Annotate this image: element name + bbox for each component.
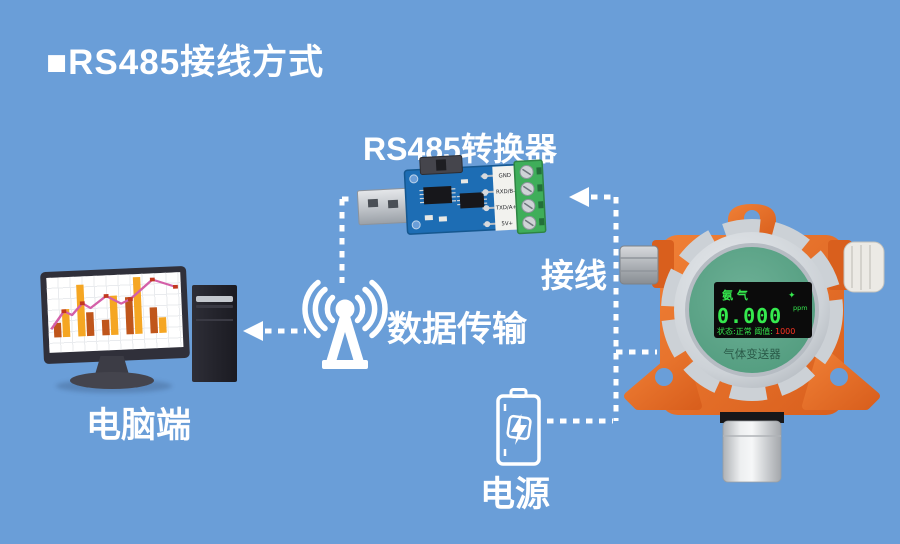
lcd-gas-name: 氨 气 [722,288,748,302]
pin-label-txd: TXD/A+ [495,205,517,212]
lcd-status: 状态:正常 阈值: [717,326,773,336]
lcd-value: 0.000 [717,304,782,328]
sensor-collar [720,412,784,423]
bezel-teeth [661,219,843,401]
pin-label-gnd: GND [498,173,511,180]
antenna-icon [302,279,388,369]
monitor [40,265,190,365]
lcd-gas-symbol: ✦ [788,291,796,301]
monitor-base [70,372,154,389]
pc-tower [192,285,237,382]
battery-icon [496,388,541,466]
ic-chip-1 [423,185,453,205]
pin-label-strip [492,165,520,231]
pin-label-rxd: RXD/B- [496,189,515,196]
screen-chart [50,276,178,338]
power-label: 电源 [480,475,551,514]
terminal-block [513,159,547,235]
gas-detector: 氨 气 ✦ 0.000 ppm 状态:正常 阈值: 1000 气体变送器 [619,204,885,483]
hex-fitting [619,245,659,285]
lcd-display [714,282,812,338]
monitor-screen [46,272,184,353]
computer-label: 电脑端 [86,406,192,445]
wiring-label: 接线 [541,257,607,294]
sensor-cylinder [722,420,782,483]
ic-chip-2 [459,192,485,209]
pc-drive-slot [196,296,233,302]
pin-label-5v: 5V+ [501,221,513,228]
device-name: 气体变送器 [723,347,781,361]
page-title: ■RS485接线方式 [46,43,325,82]
arrowhead-to-converter [569,187,589,207]
dashed-line-converter-to-antenna [339,196,355,283]
arrowhead-to-computer [243,321,263,341]
usb-plug [356,187,412,226]
data-transfer-label: 数据传输 [387,310,528,349]
cable-gland [843,241,885,293]
lcd-threshold: 1000 [775,327,795,336]
lcd-unit: ppm [793,304,808,312]
rs485-converter-icon: GND RXD/B- TXD/A+ 5V+ [356,154,547,235]
